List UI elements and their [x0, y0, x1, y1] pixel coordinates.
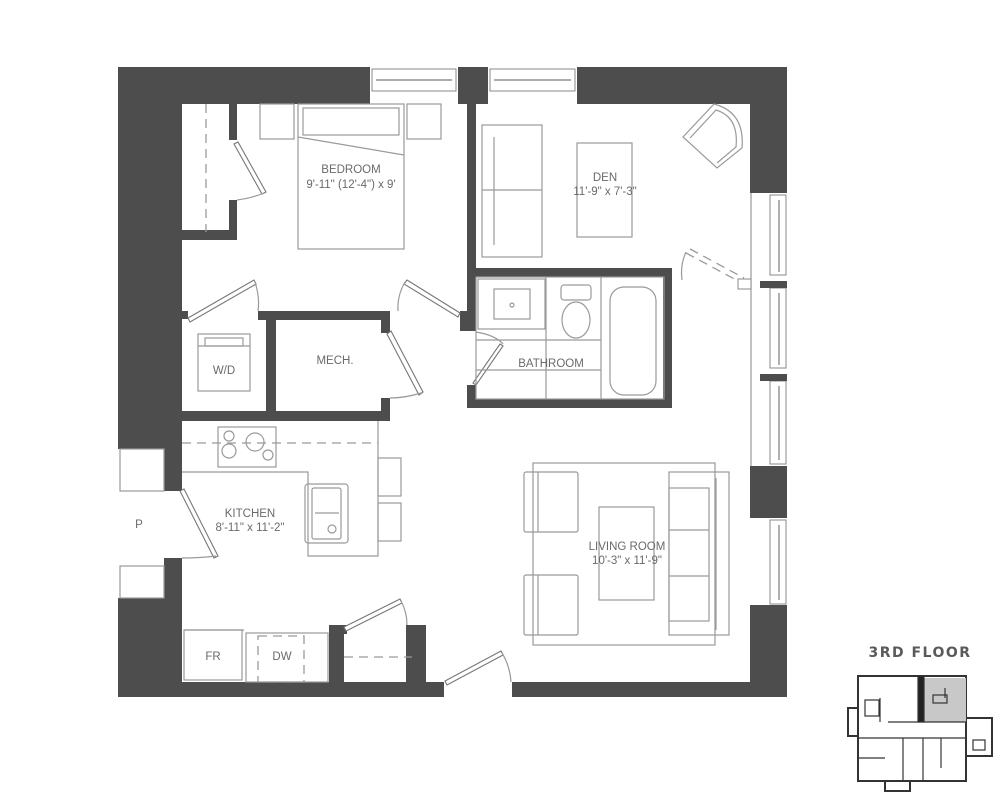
- exterior-walls: [118, 67, 787, 697]
- windows: [371, 68, 787, 605]
- bedroom-dims: 9'-11" (12'-4") x 9': [306, 179, 395, 191]
- key-plan-outline: [847, 675, 993, 792]
- bathroom-label: BATHROOM: [518, 358, 584, 370]
- kitchen-dims: 8'-11" x 11'-2": [215, 522, 284, 534]
- living-room-dims: 10'-3" x 11'-9": [592, 555, 662, 567]
- interior-walls: [182, 100, 672, 695]
- utility-fixtures: [197, 333, 251, 392]
- dishwasher-label: DW: [272, 651, 291, 663]
- den-label: DEN: [593, 172, 617, 184]
- key-plan-title: 3RD FLOOR: [868, 645, 972, 661]
- living-room-label: LIVING ROOM: [589, 541, 666, 553]
- key-plan: [847, 675, 993, 792]
- den-dims: 11'-9" x 7'-3": [573, 186, 636, 198]
- pantry-shelves: [119, 448, 165, 599]
- bathroom-fixtures: [475, 276, 665, 400]
- kitchen-fixtures: [182, 421, 412, 683]
- doors: [179, 141, 752, 686]
- key-plan-walls: [858, 675, 986, 781]
- washer-dryer-label: W/D: [213, 365, 235, 377]
- living-room-furniture: [523, 462, 730, 646]
- bedroom-label: BEDROOM: [321, 164, 380, 176]
- key-plan-highlighted-unit: [923, 678, 966, 722]
- pantry-label: P: [135, 519, 143, 531]
- mech-label: MECH.: [316, 355, 353, 367]
- fridge-label: FR: [205, 651, 220, 663]
- kitchen-label: KITCHEN: [225, 508, 275, 520]
- den-furniture: [481, 103, 743, 258]
- bedroom-furniture: [205, 103, 442, 250]
- room-labels: BEDROOM 9'-11" (12'-4") x 9' DEN 11'-9" …: [135, 164, 665, 663]
